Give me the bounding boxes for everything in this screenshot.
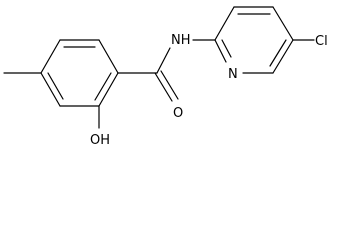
bond-p3-p4 <box>272 6 294 41</box>
carbonyl-to-nh-bond <box>156 47 171 74</box>
pyridine-ring <box>214 6 294 74</box>
hydroxyl-label: OH <box>90 133 110 148</box>
pyridine-double-bond-inner-right <box>269 39 287 67</box>
double-bond-inner-left <box>47 72 64 100</box>
pyridine-double-bond-inner-left <box>221 39 232 58</box>
bond-p4-p5 <box>272 39 294 74</box>
pyridine-nitrogen-label: N <box>228 67 238 82</box>
double-bond-inner-right <box>94 72 112 101</box>
carbonyl-oxygen-label: O <box>173 106 183 121</box>
bond-c2-c3 <box>98 39 119 74</box>
bond-c6-c1 <box>40 39 61 74</box>
chlorine-label: Cl <box>315 34 328 49</box>
benzene-ring <box>40 39 119 107</box>
bond-c3-c4 <box>98 72 119 107</box>
chemical-structure-canvas: OH O NH N Cl <box>3 6 328 148</box>
bond-p1-p2 <box>214 6 235 41</box>
amide-nh-label: NH <box>171 33 191 48</box>
carbonyl-double-bond-a <box>154 72 173 102</box>
carbonyl-double-bond-b <box>160 70 179 100</box>
bond-c5-c6 <box>40 72 61 107</box>
molecule-drawing: OH O NH N Cl <box>3 6 328 148</box>
bond-n-p1 <box>214 39 227 63</box>
